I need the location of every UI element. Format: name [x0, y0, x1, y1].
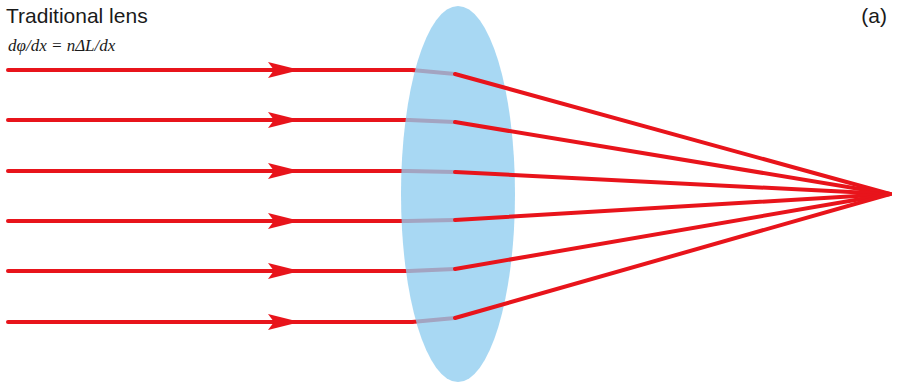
converging-rays — [455, 74, 890, 318]
light-ray — [8, 269, 409, 273]
light-ray — [8, 118, 409, 122]
arrowhead — [268, 163, 300, 179]
ray-arrowheads — [268, 62, 300, 330]
light-ray — [8, 320, 412, 324]
incoming-rays — [8, 70, 412, 322]
focused-ray — [455, 172, 890, 194]
figure-heading: Traditional lens — [6, 4, 148, 28]
focused-ray — [455, 74, 890, 194]
light-ray — [8, 169, 407, 173]
convex-lens — [401, 6, 515, 382]
light-ray — [8, 68, 412, 72]
arrowhead — [268, 213, 300, 229]
arrowhead — [268, 112, 300, 128]
formula-label: dφ/dx = nΔL/dx — [8, 36, 115, 56]
arrowhead — [268, 314, 300, 330]
focused-ray — [455, 122, 890, 194]
arrowhead — [268, 62, 300, 78]
panel-label: (a) — [861, 4, 887, 28]
focused-ray — [455, 194, 890, 318]
arrowhead — [268, 263, 300, 279]
light-ray — [8, 219, 407, 223]
